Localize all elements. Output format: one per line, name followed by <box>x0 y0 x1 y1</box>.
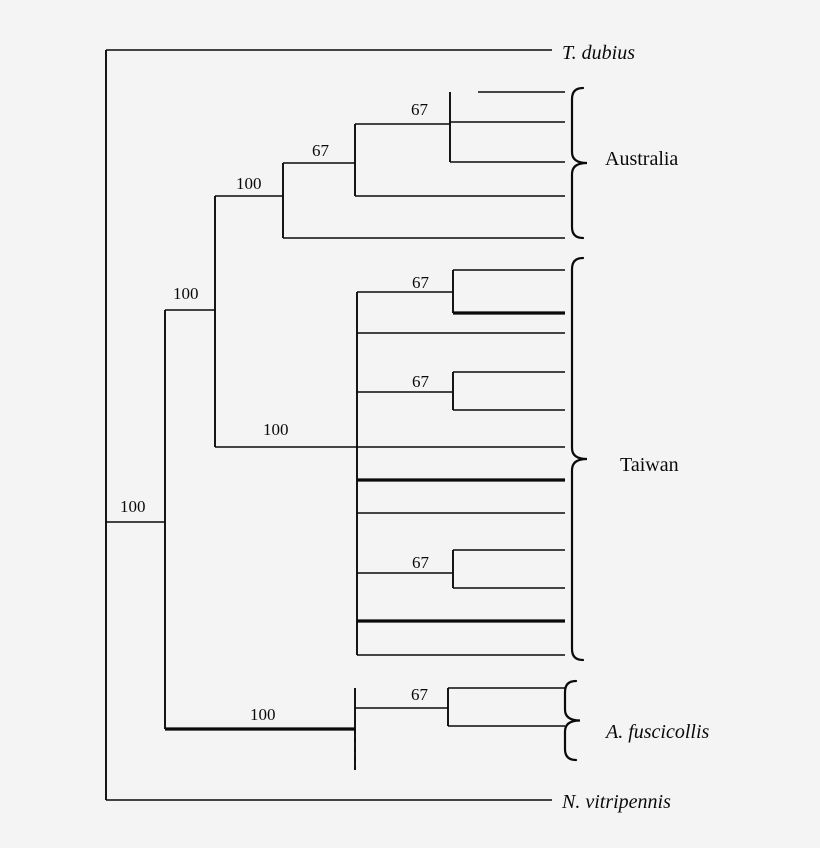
group-brace-brace-fuscicollis <box>563 679 581 762</box>
bootstrap-value-bs-taiwan-1: 67 <box>412 273 429 292</box>
taxon-label-n-vitripennis: N. vitripennis <box>562 791 671 813</box>
group-label-taiwan: Taiwan <box>620 454 679 476</box>
bootstrap-value-bs-aus-taiwan: 100 <box>173 284 199 303</box>
bootstrap-value-bs-taiwan-3: 67 <box>412 553 429 572</box>
bootstrap-value-bs-taiwan-2: 67 <box>412 372 429 391</box>
bootstrap-value-bs-taiwan: 100 <box>263 420 289 439</box>
bootstrap-value-bs-australia-tip: 67 <box>411 100 428 119</box>
bootstrap-value-bs-australia-inner: 67 <box>312 141 329 160</box>
group-label-australia: Australia <box>605 148 679 170</box>
taxon-label-t-dubius: T. dubius <box>562 42 635 64</box>
group-brace-brace-australia <box>570 86 588 240</box>
bootstrap-value-bs-fuscicollis-in: 67 <box>411 685 428 704</box>
bootstrap-value-bs-root: 100 <box>120 497 146 516</box>
bootstrap-value-bs-fuscicollis: 100 <box>250 705 276 724</box>
group-brace-brace-taiwan <box>570 256 588 662</box>
bootstrap-value-bs-australia: 100 <box>236 174 262 193</box>
taxon-label-a-fuscicollis: A. fuscicollis <box>606 721 710 743</box>
